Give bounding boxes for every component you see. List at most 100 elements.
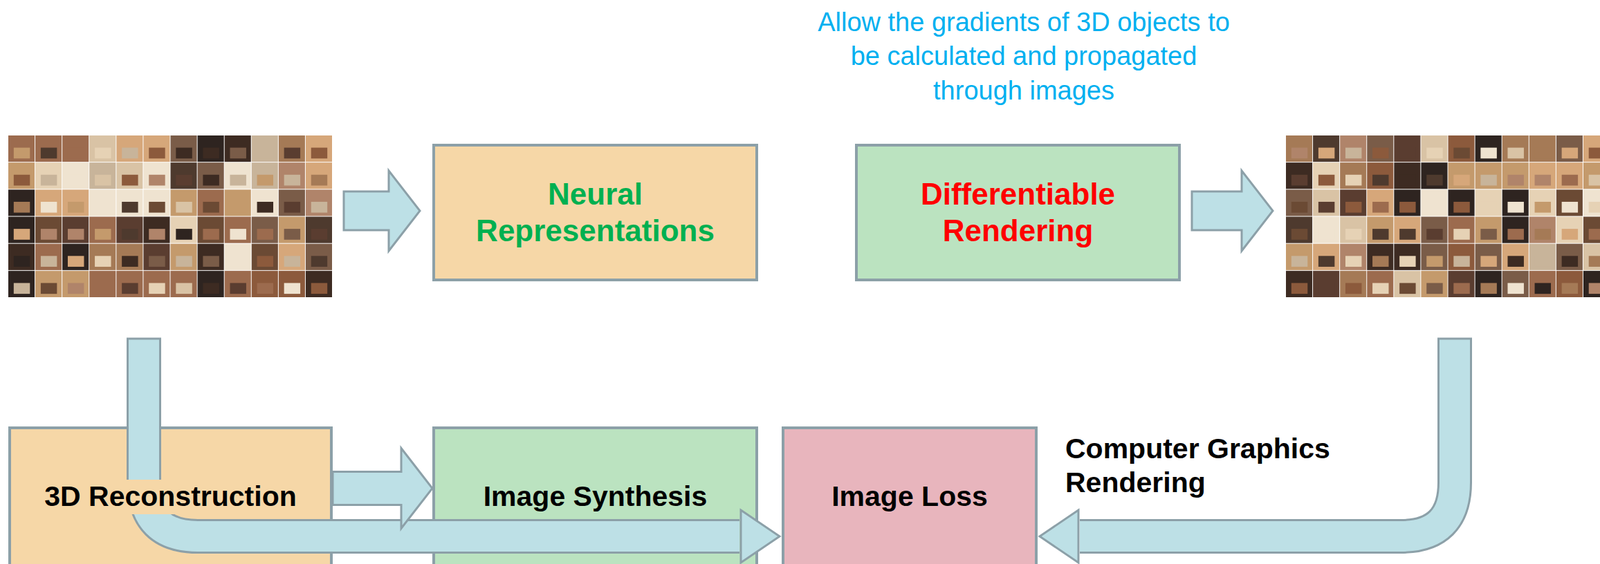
image-detail xyxy=(1453,228,1470,241)
image-detail xyxy=(1561,175,1578,187)
image-detail xyxy=(1453,201,1470,214)
image-tile xyxy=(89,217,116,244)
image-tile xyxy=(143,271,170,298)
image-tile xyxy=(197,135,225,162)
image-tile xyxy=(1556,189,1583,216)
image-detail xyxy=(1399,228,1416,241)
image-detail xyxy=(1372,175,1389,187)
image-tile xyxy=(1502,244,1529,271)
image-grid xyxy=(8,135,333,298)
image-detail xyxy=(1534,282,1551,294)
image-detail xyxy=(202,255,219,268)
image-detail xyxy=(1561,228,1578,241)
image-detail xyxy=(13,175,30,187)
image-tile xyxy=(1420,135,1448,162)
image-tile xyxy=(278,189,306,216)
annotation-note: Allow the gradients of 3D objects to be … xyxy=(816,5,1232,108)
image-tile xyxy=(278,135,306,162)
image-tile xyxy=(305,244,333,271)
image-tile xyxy=(1448,244,1475,271)
image-tile xyxy=(35,217,62,244)
image-tile xyxy=(251,162,279,189)
image-tile xyxy=(1448,135,1475,162)
image-detail xyxy=(1318,148,1335,160)
image-tile xyxy=(1339,271,1367,298)
image-detail xyxy=(40,228,57,241)
image-tile xyxy=(62,189,89,216)
image-detail xyxy=(94,282,111,294)
image-tile xyxy=(1393,244,1421,271)
image-detail xyxy=(284,201,301,214)
image-detail xyxy=(1453,148,1470,160)
image-detail xyxy=(229,175,246,187)
image-detail xyxy=(1426,201,1443,214)
process-box: Neural Representations xyxy=(432,143,759,282)
image-detail xyxy=(121,282,138,294)
image-detail xyxy=(13,201,30,214)
image-detail xyxy=(1426,175,1443,187)
image-tile xyxy=(35,135,62,162)
image-tile xyxy=(170,244,198,271)
image-tile xyxy=(305,189,333,216)
image-tile xyxy=(1529,217,1556,244)
image-detail xyxy=(1345,228,1362,241)
image-detail xyxy=(311,282,328,294)
image-detail xyxy=(1318,201,1335,214)
image-tile xyxy=(143,189,170,216)
image-detail xyxy=(1534,255,1551,268)
image-detail xyxy=(1480,201,1497,214)
image-detail xyxy=(13,255,30,268)
image-detail xyxy=(257,282,274,294)
image-detail xyxy=(175,175,192,187)
image-detail xyxy=(284,282,301,294)
image-tile xyxy=(1475,135,1502,162)
image-detail xyxy=(1534,175,1551,187)
image-tile xyxy=(251,135,279,162)
image-detail xyxy=(1453,282,1470,294)
image-tile xyxy=(1556,135,1583,162)
image-detail xyxy=(1588,148,1600,160)
image-tile xyxy=(116,189,143,216)
image-tile xyxy=(8,189,35,216)
image-detail xyxy=(1345,282,1362,294)
image-tile xyxy=(1285,162,1313,189)
image-tile xyxy=(1393,217,1421,244)
image-tile xyxy=(1366,217,1394,244)
image-detail xyxy=(1588,201,1600,214)
image-tile xyxy=(1312,135,1340,162)
image-detail xyxy=(1480,282,1497,294)
image-detail xyxy=(175,282,192,294)
image-tile xyxy=(1448,189,1475,216)
u-arrow xyxy=(1039,338,1473,564)
image-tile xyxy=(1529,271,1556,298)
image-tile xyxy=(1312,271,1340,298)
image-detail xyxy=(311,175,328,187)
image-tile xyxy=(62,244,89,271)
image-detail xyxy=(1534,201,1551,214)
u-arrow-cap xyxy=(1437,338,1473,341)
image-tile xyxy=(1556,217,1583,244)
u-arrow xyxy=(126,338,780,564)
image-detail xyxy=(67,175,84,187)
image-tile xyxy=(1420,162,1448,189)
image-detail xyxy=(1345,255,1362,268)
image-detail xyxy=(257,228,274,241)
image-tile xyxy=(1448,162,1475,189)
image-detail xyxy=(1399,255,1416,268)
image-detail xyxy=(1318,228,1335,241)
image-tile xyxy=(116,135,143,162)
image-detail xyxy=(1507,255,1524,268)
image-detail xyxy=(148,282,165,294)
image-tile xyxy=(143,244,170,271)
image-detail xyxy=(1588,282,1600,294)
image-tile xyxy=(1420,217,1448,244)
image-tile xyxy=(305,271,333,298)
image-tile xyxy=(224,271,252,298)
image-tile xyxy=(62,217,89,244)
image-tile xyxy=(197,189,225,216)
image-detail xyxy=(229,148,246,160)
image-tile xyxy=(278,244,306,271)
image-detail xyxy=(284,175,301,187)
image-tile xyxy=(1448,271,1475,298)
